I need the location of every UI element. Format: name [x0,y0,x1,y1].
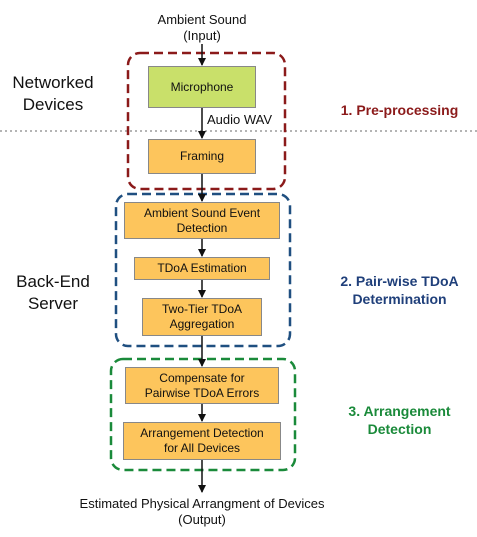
tier-label-networked: Networked Devices [0,72,106,116]
box-microphone: Microphone [148,66,256,108]
stage-label-line: Detection [367,421,432,437]
box-text-line: Compensate for [159,370,245,385]
tier-label-line: Server [27,294,79,313]
box-text-line: Arrangement Detection [140,426,264,440]
box-text-line: TDoA Estimation [157,261,247,275]
input-label: Ambient Sound (Input) [142,12,262,44]
stage-label-line: Determination [352,291,447,307]
stage-label-tdoa: 2. Pair-wise TDoA Determination [322,272,477,308]
box-framing: Framing [148,139,256,174]
tier-label-line: Devices [22,95,84,114]
stage-label-line: 2. Pair-wise TDoA [340,273,459,289]
output-label-line: (Output) [178,512,226,527]
box-text-line: for All Devices [163,441,241,455]
input-label-line: (Input) [183,28,221,43]
tier-label-line: Back-End [16,272,90,291]
box-text-line: Framing [179,149,224,163]
tier-label-line: Networked [12,73,94,92]
stage-label-preprocessing: 1. Pre-processing [322,101,477,119]
box-text-line: Pairwise TDoA Errors [144,385,260,400]
box-text-line: Aggregation [169,317,235,331]
output-label-line: Estimated Physical Arrangment of Devices [79,496,325,511]
stage-group-arrangement [109,357,297,472]
output-label: Estimated Physical Arrangment of Devices… [52,496,352,528]
box-arrangement-detection: Arrangement Detection for All Devices [123,422,281,460]
stage-label-arrangement: 3. Arrangement Detection [322,402,477,438]
stage-label-line: 3. Arrangement [348,403,451,419]
box-compensate: Compensate for Pairwise TDoA Errors [125,367,279,404]
edge-label-audio-wav: Audio WAV [207,112,273,127]
box-text-line: Microphone [170,79,234,94]
box-tdoa-estimation: TDoA Estimation [134,257,270,280]
box-text-line: Ambient Sound Event [143,205,261,220]
box-tdoa-aggregation: Two-Tier TDoA Aggregation [142,298,262,336]
input-label-line: Ambient Sound [157,12,247,27]
box-text-line: Detection [176,220,228,235]
tier-label-backend: Back-End Server [0,271,106,315]
stage-group-preprocessing [126,51,287,191]
stage-label-line: 1. Pre-processing [340,102,459,118]
box-event-detection: Ambient Sound Event Detection [124,202,280,239]
box-text-line: Two-Tier TDoA [161,302,242,316]
